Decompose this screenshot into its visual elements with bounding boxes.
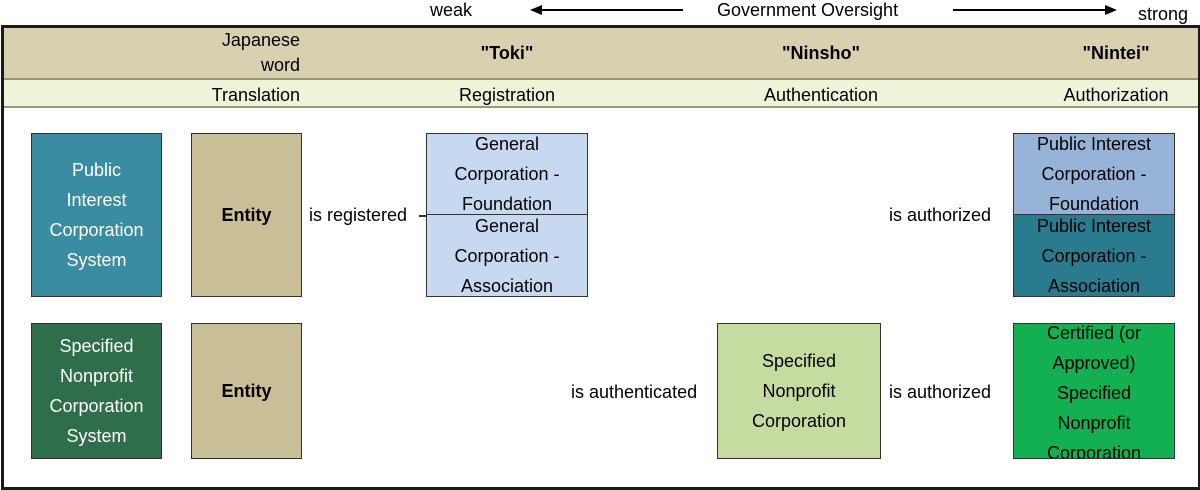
certified-box-text: Certified (or Approved) Specified Nonpro… <box>1046 323 1142 459</box>
public-interest-association-box: Public Interest Corporation - Associatio… <box>1013 214 1175 297</box>
entity-box-specified: Entity <box>191 323 302 459</box>
specified-nonprofit-corp-box: Specified Nonprofit Corporation <box>717 323 881 459</box>
translation-row <box>4 80 1198 108</box>
is-authorized-label-public: is authorized <box>889 205 992 225</box>
translation-registration: Registration <box>458 85 556 105</box>
is-authenticated-label: is authenticated <box>571 382 698 402</box>
term-toki: "Toki" <box>480 43 534 63</box>
arrow-left-line <box>540 9 683 11</box>
oversight-title: Government Oversight <box>717 0 899 20</box>
translation-authentication: Authentication <box>763 85 879 105</box>
entity-box-public: Entity <box>191 133 302 297</box>
general-corp-foundation-box: General Corporation - Foundation <box>426 133 588 215</box>
translation-label: Translation <box>211 85 300 105</box>
japanese-word-row <box>4 28 1198 80</box>
translation-authorization: Authorization <box>1063 85 1169 105</box>
term-ninsho: "Ninsho" <box>781 43 861 63</box>
public-interest-system-box: Public Interest Corporation System <box>31 133 162 297</box>
public-interest-foundation-box: Public Interest Corporation - Foundation <box>1013 133 1175 215</box>
term-nintei: "Nintei" <box>1082 43 1150 63</box>
strong-label: strong <box>1138 4 1189 24</box>
is-authorized-label-specified: is authorized <box>889 382 992 402</box>
arrow-right-line <box>953 9 1107 11</box>
general-corp-association-box: General Corporation - Association <box>426 214 588 297</box>
is-registered-label: is registered <box>309 205 408 225</box>
certified-specified-nonprofit-box: Certified (or Approved) Specified Nonpro… <box>1013 323 1175 459</box>
japanese-word-label: Japanese word <box>221 30 300 75</box>
weak-label: weak <box>430 0 473 20</box>
registered-connector <box>419 215 427 217</box>
specified-nonprofit-system-box: Specified Nonprofit Corporation System <box>31 323 162 459</box>
arrow-right-icon <box>1105 5 1117 15</box>
arrow-left-icon <box>530 5 542 15</box>
